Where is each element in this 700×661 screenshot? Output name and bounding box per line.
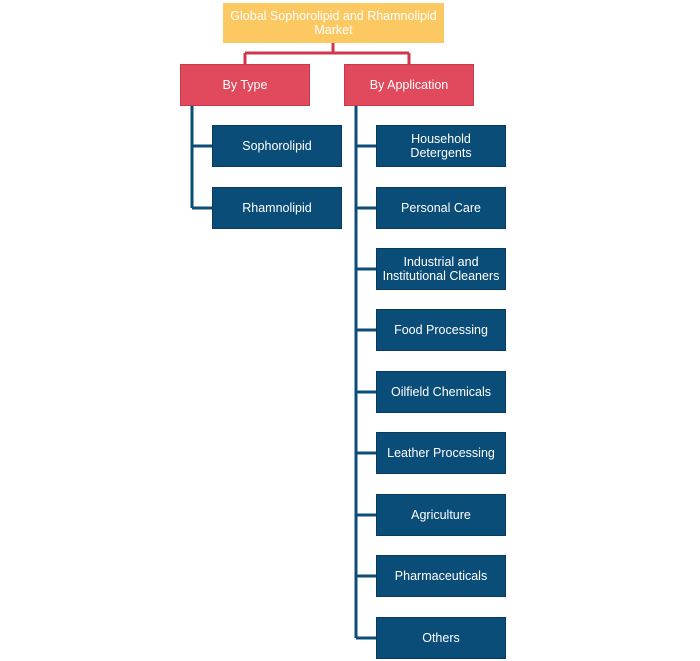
leaf-label: Pharmaceuticals — [394, 569, 488, 583]
leaf-household-detergents: Household Detergents — [377, 126, 505, 166]
leaf-label: Rhamnolipid — [242, 201, 312, 215]
leaf-agriculture: Agriculture — [377, 495, 505, 535]
leaf-label: Others — [422, 631, 460, 645]
leaf-label: Household Detergents — [410, 132, 472, 160]
category-by-type: By Type — [181, 65, 309, 105]
leaf-others: Others — [377, 618, 505, 658]
leaf-pharmaceuticals: Pharmaceuticals — [377, 556, 505, 596]
type-branch-connector — [190, 105, 213, 210]
leaf-rhamnolipid: Rhamnolipid — [213, 188, 341, 228]
category-label: By Type — [222, 78, 268, 92]
leaf-food-processing: Food Processing — [377, 310, 505, 350]
category-by-application: By Application — [345, 65, 473, 105]
root-node: Global Sophorolipid and Rhamnolipid Mark… — [223, 3, 444, 43]
leaf-label: Oilfield Chemicals — [390, 385, 492, 399]
category-label: By Application — [369, 78, 449, 92]
leaf-label: Personal Care — [401, 201, 481, 215]
leaf-label: Sophorolipid — [242, 139, 312, 153]
leaf-leather-processing: Leather Processing — [377, 433, 505, 473]
leaf-label: Agriculture — [411, 508, 471, 522]
root-label: Global Sophorolipid and Rhamnolipid Mark… — [230, 9, 437, 37]
leaf-label: Industrial and Institutional Cleaners — [382, 255, 500, 283]
leaf-label: Food Processing — [394, 323, 488, 337]
application-branch-connector — [354, 105, 377, 640]
leaf-sophorolipid: Sophorolipid — [213, 126, 341, 166]
leaf-label: Leather Processing — [387, 446, 495, 460]
root-connector — [243, 43, 411, 65]
leaf-industrial-institutional-cleaners: Industrial and Institutional Cleaners — [377, 249, 505, 289]
leaf-oilfield-chemicals: Oilfield Chemicals — [377, 372, 505, 412]
leaf-personal-care: Personal Care — [377, 188, 505, 228]
